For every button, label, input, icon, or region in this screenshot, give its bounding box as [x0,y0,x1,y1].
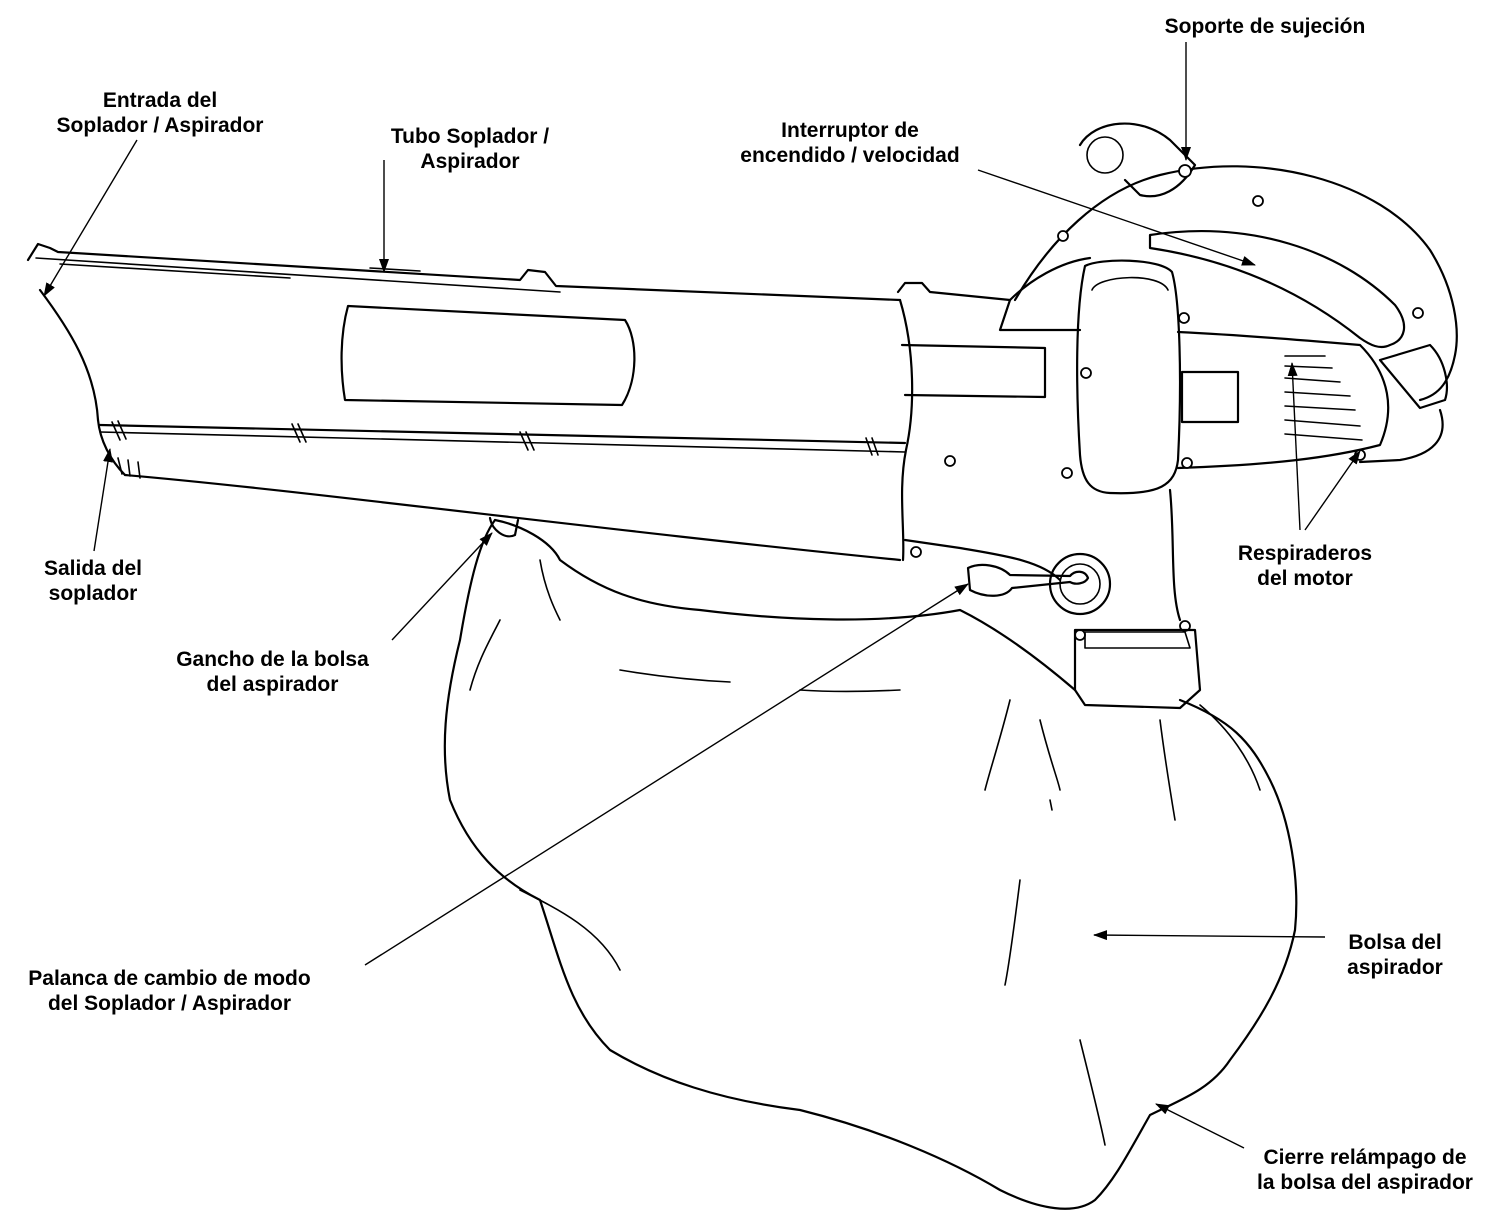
label-text: Soporte de sujeción [1164,15,1366,38]
label-text: del aspirador [206,673,339,696]
label-text: del motor [1257,567,1353,590]
label-bolsa-del-aspirador: Bolsa del aspirador [1320,930,1470,980]
label-interruptor-encendido-velocidad: Interruptor de encendido / velocidad [720,118,980,168]
label-text: Bolsa del [1348,931,1442,954]
label-cierre-relampago-bolsa: Cierre relámpago de la bolsa del aspirad… [1230,1145,1500,1195]
motor-housing [896,122,1458,622]
label-tubo-soplador-aspirador: Tubo Soplador / Aspirador [360,124,580,174]
label-text: Interruptor de [781,119,919,142]
label-palanca-cambio-modo: Palanca de cambio de modo del Soplador /… [2,966,337,1016]
mode-lever [966,552,1112,616]
bag-collar [1073,628,1202,710]
label-text: Tubo Soplador / [390,125,550,148]
label-soporte-de-sujecion: Soporte de sujeción [1135,14,1395,39]
label-text: Palanca de cambio de modo [28,967,311,990]
label-text: Cierre relámpago de [1263,1146,1467,1169]
label-text: Entrada del [102,89,218,112]
label-text: encendido / velocidad [740,144,960,167]
label-salida-del-soplador: Salida del soplador [18,556,168,606]
label-text: del Soplador / Aspirador [47,992,292,1015]
blower-tube [26,242,907,562]
label-text: Respiraderos [1237,542,1373,565]
label-respiraderos-del-motor: Respiraderos del motor [1205,541,1405,591]
label-text: Gancho de la bolsa [176,648,369,671]
label-gancho-bolsa-aspirador: Gancho de la bolsa del aspirador [150,647,395,697]
label-text: Aspirador [420,150,520,173]
label-text: soplador [48,582,138,605]
vacuum-bag [443,518,1298,1210]
label-text: Soplador / Aspirador [56,114,264,137]
label-text: la bolsa del aspirador [1257,1171,1473,1194]
leader-lines [43,42,1361,1149]
screw-dots [910,164,1424,641]
label-text: Salida del [43,557,143,580]
label-entrada-soplador-aspirador: Entrada del Soplador / Aspirador [40,88,280,138]
bag-hook [488,516,520,538]
label-text: aspirador [1347,956,1443,979]
